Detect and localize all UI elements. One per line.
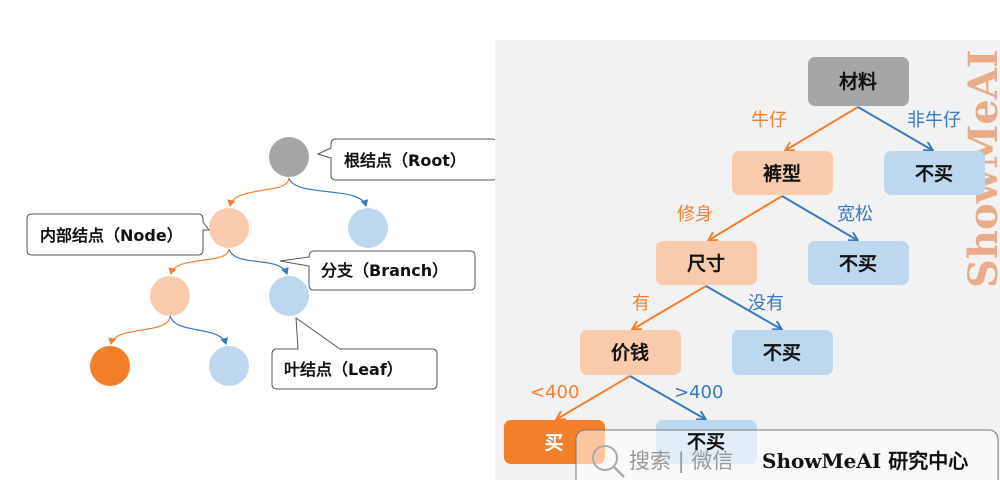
edge-label-lt: <400 bbox=[530, 382, 579, 403]
leaf-node bbox=[209, 346, 249, 386]
branch-edge bbox=[108, 315, 171, 345]
leaf-nobuy-2-text: 不买 bbox=[839, 253, 877, 275]
edge-loose bbox=[781, 195, 857, 240]
branch-edge bbox=[168, 248, 230, 275]
branch-edge bbox=[228, 248, 289, 275]
edge-not-jeans bbox=[857, 106, 932, 150]
branch-callout-text: 分支（Branch） bbox=[321, 261, 448, 280]
internal-node bbox=[209, 208, 249, 248]
node-size-text: 尺寸 bbox=[687, 252, 725, 275]
leaf-node-buy bbox=[90, 346, 130, 386]
edge-jeans bbox=[786, 106, 859, 150]
leaf-buy-text: 买 bbox=[544, 432, 563, 454]
leaf-node bbox=[269, 276, 309, 316]
branch-edge bbox=[227, 177, 290, 207]
edge-label-hasnot: 没有 bbox=[748, 293, 784, 314]
leaf-callout bbox=[271, 316, 438, 390]
edge-label-not-jeans: 非牛仔 bbox=[907, 110, 961, 131]
branch-edge bbox=[288, 177, 369, 207]
branch-edge bbox=[169, 315, 228, 345]
node-price-text: 价钱 bbox=[611, 341, 649, 364]
edge-slim bbox=[709, 195, 783, 240]
edge-gt bbox=[629, 375, 705, 419]
brand-name: ShowMeAI 研究中心 bbox=[762, 449, 968, 473]
node-callout-text: 内部结点（Node） bbox=[40, 226, 183, 245]
root-callout-text: 根结点（Root） bbox=[344, 151, 466, 170]
branch-callout bbox=[279, 250, 476, 291]
search-hint: 搜索 | 微信 bbox=[629, 449, 733, 474]
leaf-nobuy-1 bbox=[884, 151, 985, 195]
edge-label-gt: >400 bbox=[674, 382, 723, 403]
edge-hasnot bbox=[705, 285, 781, 329]
leaf-nobuy-1-text: 不买 bbox=[915, 163, 953, 185]
node-callout bbox=[26, 213, 210, 256]
generic-tree: 根结点（Root） 内部结点（Node） 分支（Branch） 叶结点（Leaf… bbox=[26, 137, 498, 390]
node-price bbox=[580, 330, 681, 375]
edge-lt bbox=[557, 375, 631, 419]
edge-label-jeans: 牛仔 bbox=[751, 110, 787, 131]
decision-tree: 牛仔 非牛仔 修身 宽松 有 没有 <400 >400 材料 裤型 不买 尺寸 … bbox=[504, 57, 985, 464]
node-fit bbox=[732, 151, 833, 195]
node-fit-text: 裤型 bbox=[763, 162, 801, 185]
edge-label-slim: 修身 bbox=[677, 204, 713, 225]
leaf-node bbox=[348, 208, 388, 248]
search-bar[interactable]: 搜索 | 微信 ShowMeAI 研究中心 bbox=[575, 429, 999, 480]
root-node bbox=[269, 137, 309, 177]
node-material-text: 材料 bbox=[839, 70, 877, 93]
edge-has bbox=[633, 285, 707, 329]
node-material bbox=[808, 57, 909, 106]
leaf-nobuy-2 bbox=[808, 241, 909, 285]
node-size bbox=[656, 241, 757, 285]
leaf-nobuy-3 bbox=[732, 330, 833, 375]
leaf-callout-text: 叶结点（Leaf） bbox=[284, 360, 403, 379]
edge-label-has: 有 bbox=[632, 293, 650, 314]
search-icon bbox=[592, 445, 625, 478]
internal-node bbox=[150, 276, 190, 316]
edge-label-loose: 宽松 bbox=[837, 204, 873, 225]
leaf-nobuy-4-text: 不买 bbox=[687, 431, 725, 453]
leaf-nobuy-3-text: 不买 bbox=[763, 342, 801, 364]
